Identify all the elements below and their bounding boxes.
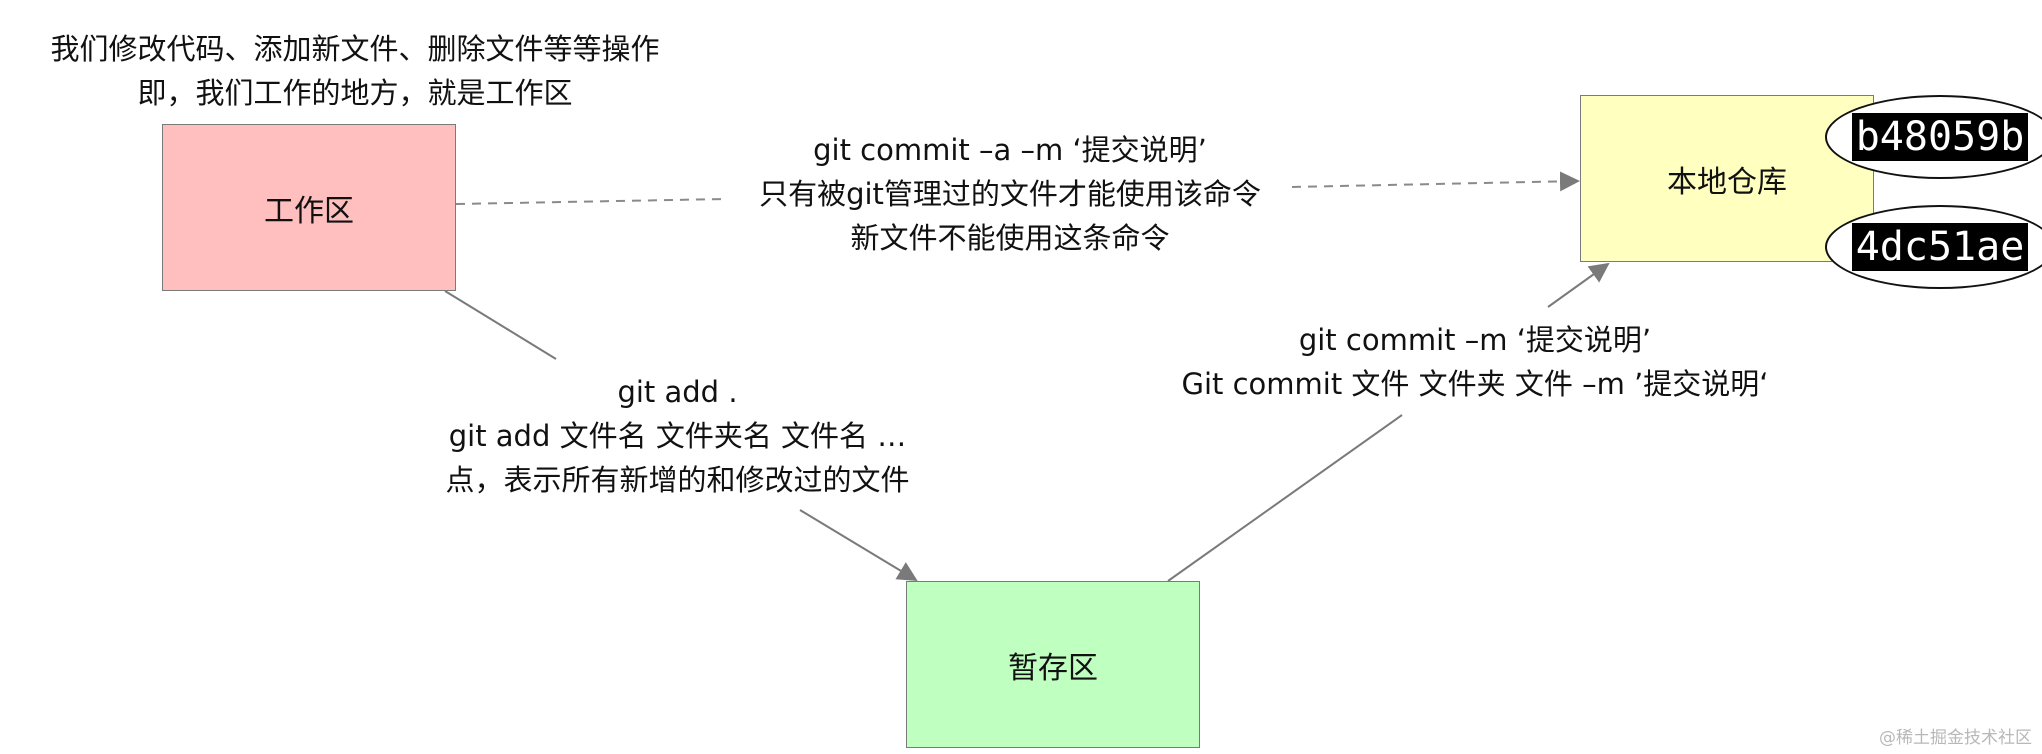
commit-hash-1: b48059b — [1825, 95, 2042, 179]
commit-label: git commit –m ‘提交说明’ Git commit 文件 文件夹 文… — [1105, 318, 1845, 406]
workspace-note-line1: 我们修改代码、添加新文件、删除文件等等操作 — [50, 32, 660, 66]
add-label-line3: 点，表示所有新增的和修改过的文件 — [445, 463, 910, 497]
commit-a-label: git commit –a –m ‘提交说明’ 只有被git管理过的文件才能使用… — [720, 128, 1300, 260]
commit-a-label-line1: git commit –a –m ‘提交说明’ — [813, 133, 1207, 167]
workspace-note: 我们修改代码、添加新文件、删除文件等等操作 即，我们工作的地方，就是工作区 — [10, 27, 700, 115]
add-label: git add . git add 文件名 文件夹名 文件名 … 点，表示所有新… — [390, 370, 965, 502]
staging-node: 暂存区 — [906, 581, 1200, 748]
staging-node-label: 暂存区 — [1008, 650, 1098, 686]
watermark: @稀土掘金技术社区 — [1879, 728, 2032, 748]
commit-label-line1: git commit –m ‘提交说明’ — [1298, 323, 1652, 357]
workspace-note-line2: 即，我们工作的地方，就是工作区 — [137, 76, 573, 110]
commit-label-line2: Git commit 文件 文件夹 文件 –m ’提交说明‘ — [1181, 367, 1769, 401]
commit-hash-2-text: 4dc51ae — [1851, 223, 2029, 271]
commit-hash-1-text: b48059b — [1851, 113, 2029, 161]
add-arrow-top — [444, 290, 557, 360]
workspace-node-label: 工作区 — [264, 193, 354, 229]
commit-a-arrow-left — [455, 198, 727, 205]
commit-arrow-bottom — [1167, 414, 1403, 582]
commit-arrow-top — [1547, 262, 1610, 308]
workspace-node: 工作区 — [162, 124, 456, 291]
add-arrow-bottom — [799, 509, 918, 582]
local-repo-node: 本地仓库 — [1580, 95, 1874, 262]
add-label-line2: git add 文件名 文件夹名 文件名 … — [448, 419, 907, 453]
commit-a-arrow-right — [1291, 171, 1580, 192]
commit-a-label-line3: 新文件不能使用这条命令 — [850, 221, 1170, 255]
add-label-line1: git add . — [617, 375, 738, 409]
commit-a-label-line2: 只有被git管理过的文件才能使用该命令 — [759, 177, 1261, 211]
commit-hash-2: 4dc51ae — [1825, 205, 2042, 289]
local-repo-node-label: 本地仓库 — [1667, 164, 1787, 200]
